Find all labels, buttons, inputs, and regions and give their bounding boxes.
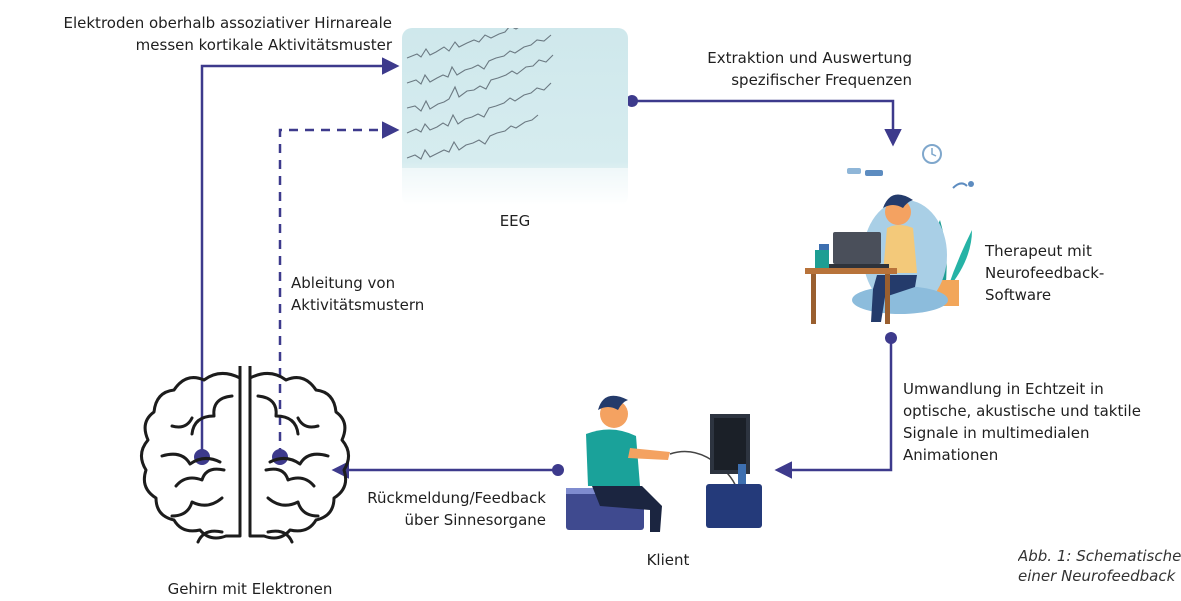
therapist-label: Therapeut mit Neurofeedback- Software [985,242,1105,304]
therapist-illustration [805,144,974,324]
brain-icon [140,366,350,544]
derivation-label: Ableitung von Aktivitätsmustern [291,274,425,314]
extraction-line [632,99,902,147]
conversion-label: Umwandlung in Echtzeit in optische, akus… [903,380,1141,464]
client-label: Klient [646,551,690,569]
eeg-label: EEG [499,212,531,230]
feedback-label: Rückmeldung/Feedback über Sinnesorgane [367,489,546,529]
extraction-label: Extraktion und Auswertung spezifischer F… [707,49,912,89]
eeg-waveform-image [402,28,628,206]
figure-caption: Abb. 1: Schematische einer Neurofeedback [1018,547,1181,585]
derivation-line [278,121,400,457]
brain-label: Gehirn mit Elektronen [167,580,333,598]
client-illustration [566,395,762,532]
conversion-line [774,338,893,479]
electrodes-label: Elektroden oberhalb assoziativer Hirnare… [63,14,393,54]
electrode-line [200,57,400,457]
